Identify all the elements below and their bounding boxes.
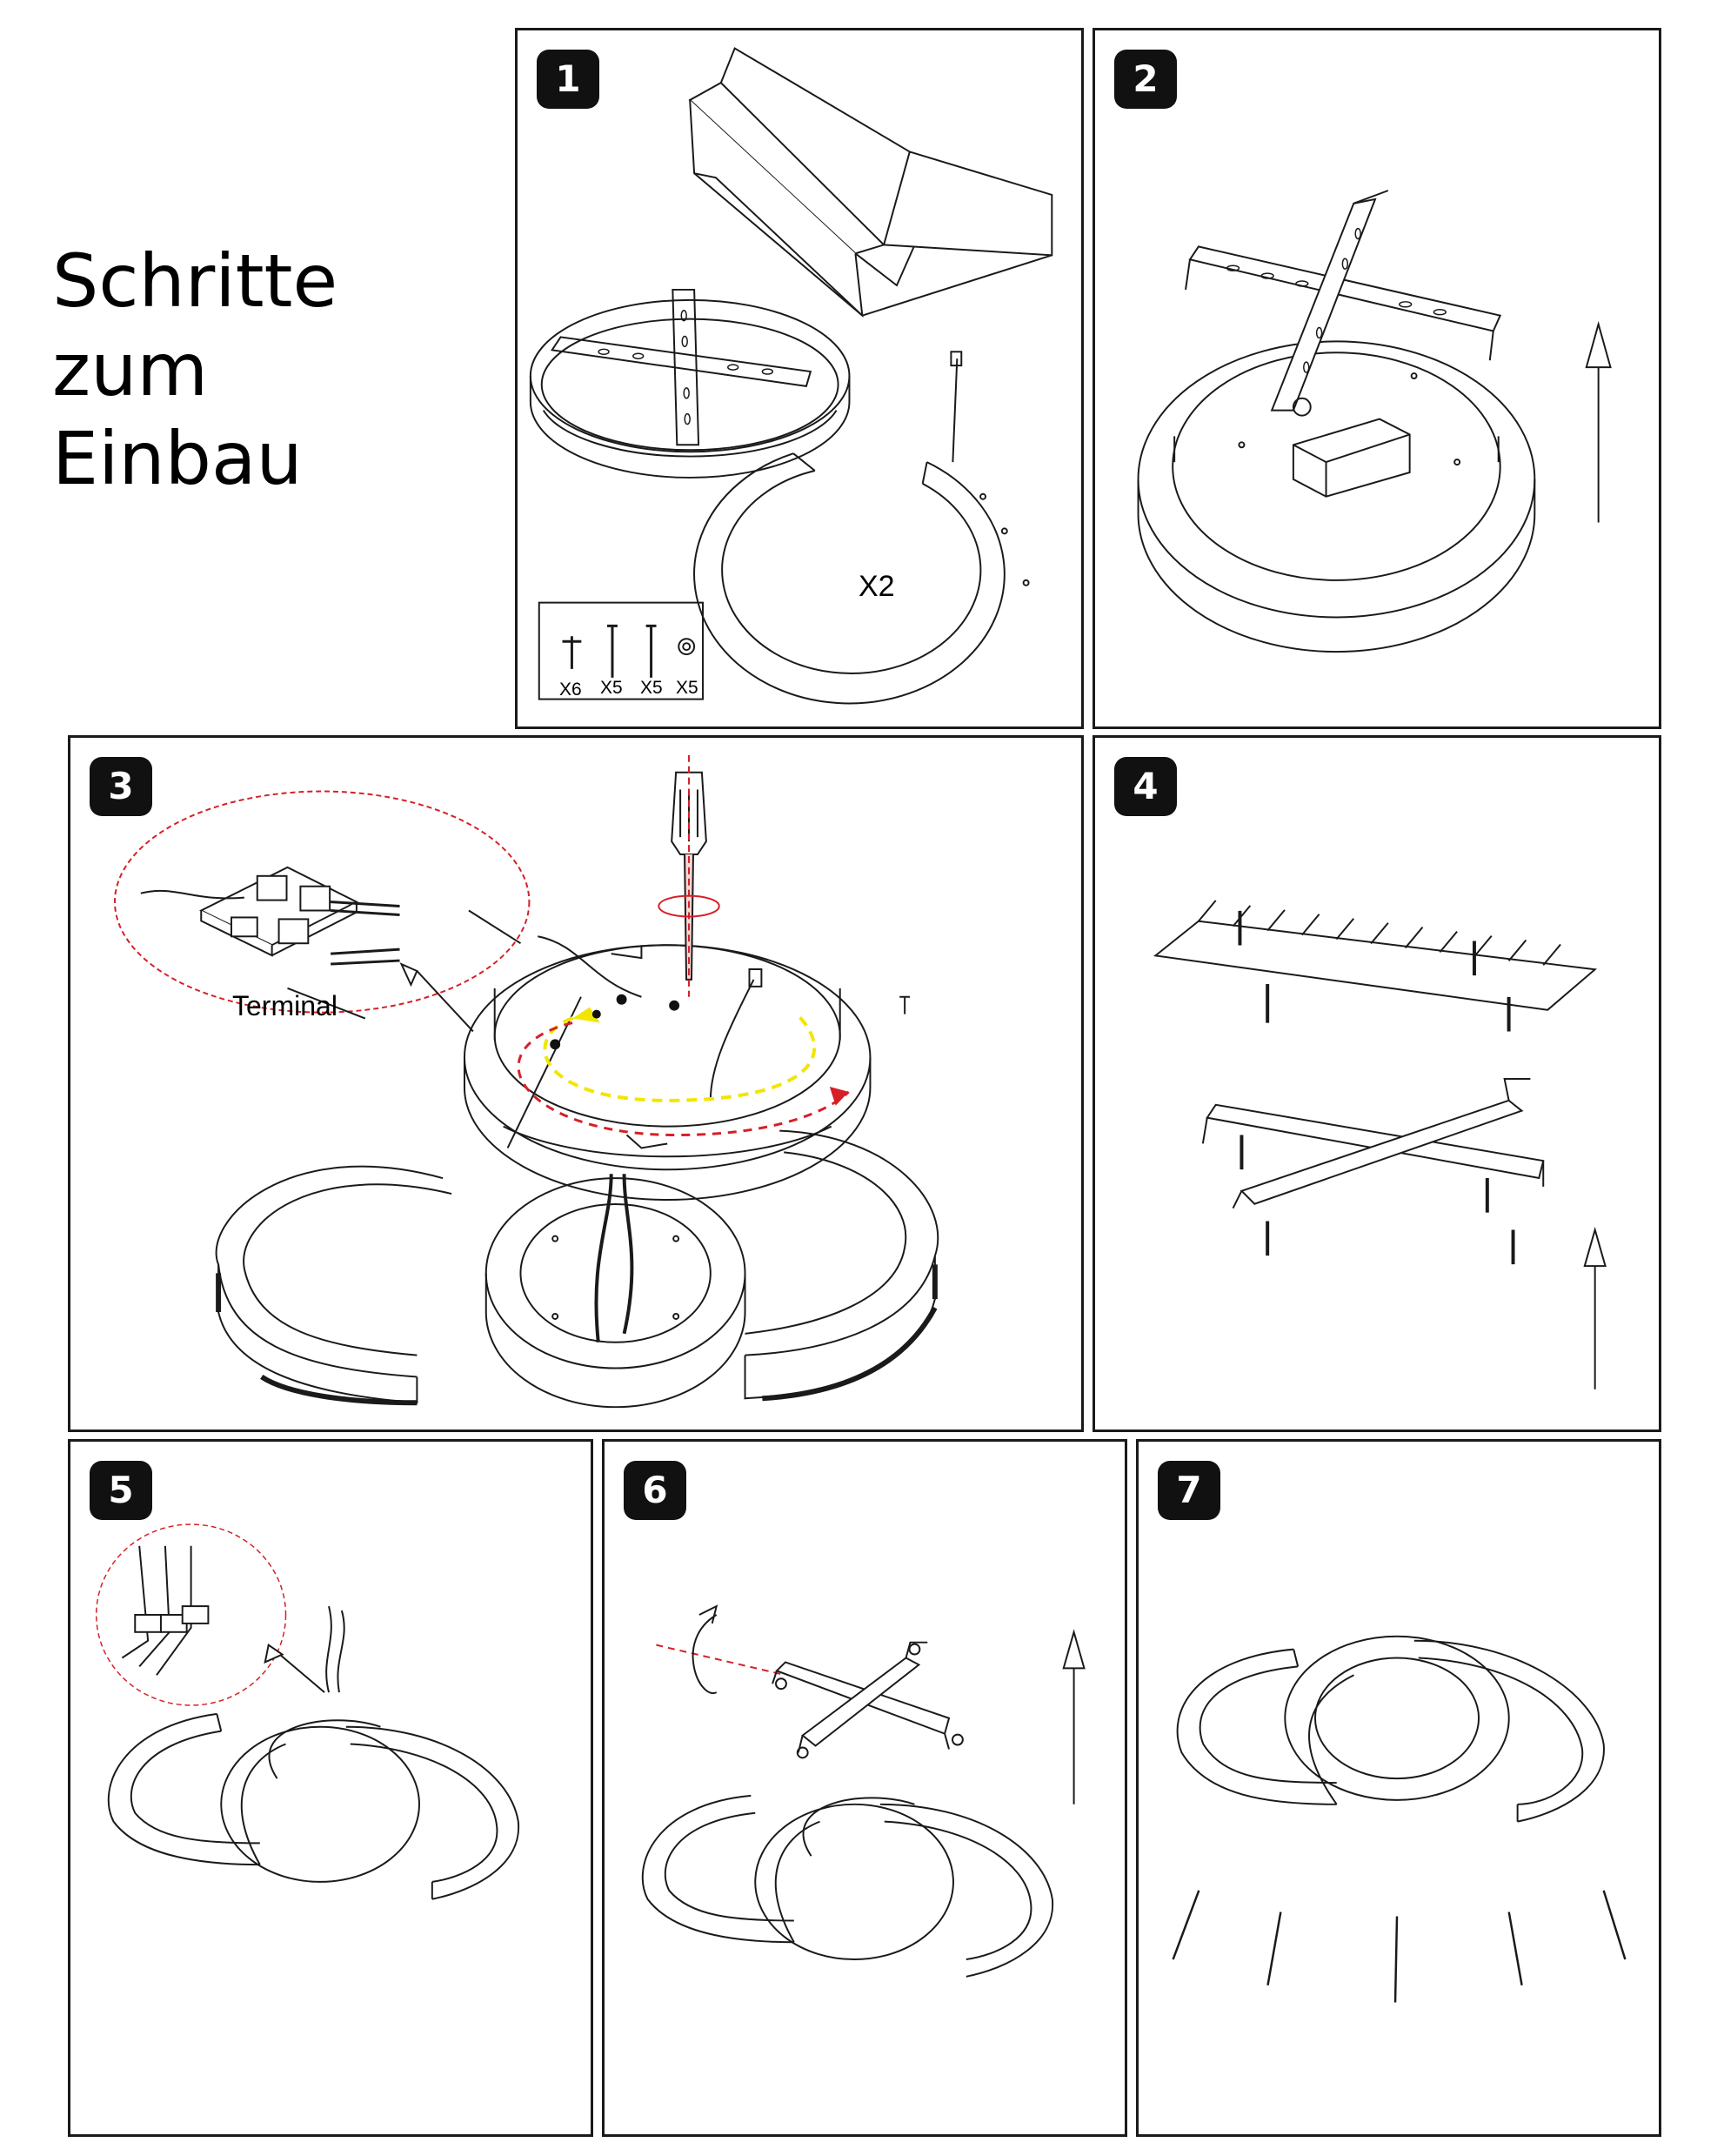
step-1-number: 1 <box>537 50 599 109</box>
ring-segments-drawing <box>215 1129 939 1409</box>
step-2-illustration <box>1137 190 1612 653</box>
step-7-panel: 7 <box>1136 1439 1661 2137</box>
hardware-qty-1: X6 <box>559 680 582 700</box>
step-5-illustration <box>95 1523 519 1900</box>
step-1-illustration <box>529 47 1053 705</box>
step-7-number: 7 <box>1158 1461 1220 1520</box>
hardware-qty-3: X5 <box>640 678 663 698</box>
step-5-panel: 5 <box>68 1439 593 2137</box>
page-title-line-1: Schritte zum <box>52 238 338 412</box>
step-2-number: 2 <box>1114 50 1177 109</box>
step-1-panel: X2 X6 X5 X5 X5 1 <box>515 28 1084 729</box>
packaging-box-drawing <box>688 47 1053 318</box>
hardware-qty-4: X5 <box>676 678 698 698</box>
lamp-base-open-drawing <box>399 909 911 1201</box>
step-6-illustration <box>641 1604 1086 1978</box>
step-4-illustration <box>1153 900 1607 1389</box>
step-3-number: 3 <box>90 757 152 816</box>
step-2-panel: 2 <box>1093 28 1661 729</box>
hardware-kit-drawing <box>538 601 705 700</box>
step-5-number: 5 <box>90 1461 152 1520</box>
page-title: Schritte zum Einbau <box>52 237 505 503</box>
step-3-panel: Terminal 3 <box>68 735 1084 1432</box>
terminal-label: Terminal <box>232 990 337 1021</box>
step-6-number: 6 <box>624 1461 686 1520</box>
ring-segment-drawing <box>693 351 1030 705</box>
screwdriver-drawing <box>658 754 720 997</box>
step-4-panel: 4 <box>1093 735 1661 1432</box>
hardware-qty-2: X5 <box>600 678 623 698</box>
step-7-illustration <box>1172 1635 1627 2003</box>
step-3-illustration <box>114 754 939 1409</box>
terminal-callout-drawing <box>114 790 531 1020</box>
ring-quantity-label: X2 <box>859 570 895 603</box>
step-6-panel: 6 <box>602 1439 1127 2137</box>
step-4-number: 4 <box>1114 757 1177 816</box>
lamp-base-drawing <box>529 288 851 479</box>
page-title-line-2: Einbau <box>52 416 303 501</box>
